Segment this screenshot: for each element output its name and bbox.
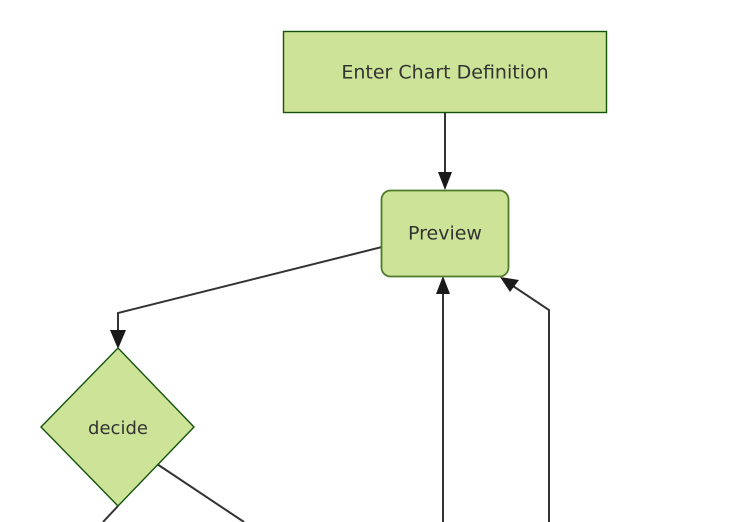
edge-line bbox=[509, 283, 550, 522]
edge-enter-to-preview bbox=[438, 113, 452, 190]
node-decide[interactable]: decide bbox=[40, 346, 195, 508]
edge-decide-bottom-left bbox=[102, 505, 119, 522]
edge-line bbox=[102, 505, 119, 522]
edge-preview-to-decide bbox=[110, 246, 383, 349]
arrowhead-down-icon bbox=[438, 172, 452, 190]
node-label-enter-chart-definition: Enter Chart Definition bbox=[341, 62, 548, 84]
node-label-decide: decide bbox=[88, 418, 148, 439]
edge-decide-bottom-right bbox=[156, 463, 245, 522]
node-label-preview: Preview bbox=[408, 223, 482, 245]
edge-line bbox=[117, 246, 383, 339]
arrowhead-down-icon bbox=[110, 330, 126, 349]
node-preview[interactable]: Preview bbox=[380, 189, 510, 278]
node-enter-chart-definition[interactable]: Enter Chart Definition bbox=[282, 30, 608, 114]
arrowhead-up-icon bbox=[436, 276, 450, 294]
node-shape-diamond[interactable] bbox=[40, 346, 195, 508]
edge-line bbox=[156, 463, 245, 522]
edge-bottom-right-to-preview bbox=[500, 277, 550, 522]
arrowhead-upleft-icon bbox=[500, 277, 519, 292]
node-shape-rounded-rectangle[interactable] bbox=[380, 189, 510, 278]
edge-bottom-center-to-preview bbox=[436, 276, 450, 522]
node-shape-rectangle[interactable] bbox=[282, 30, 608, 114]
